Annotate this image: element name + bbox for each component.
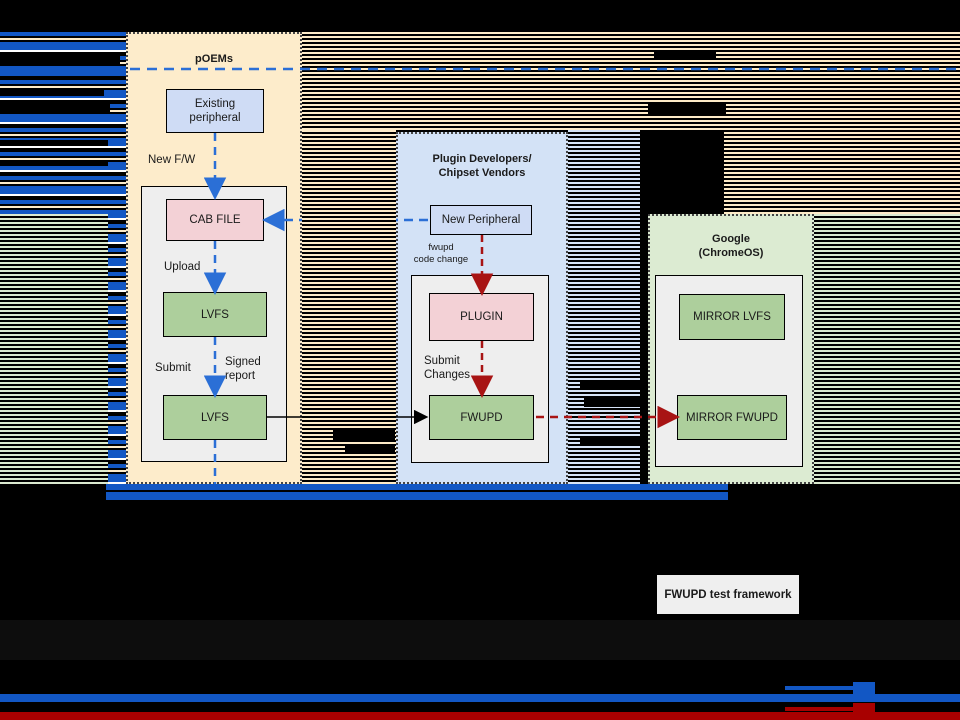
label-signed-report-line2: report [225, 370, 256, 382]
label-fwupd-code-change-line2: code change [413, 254, 469, 265]
artifact-occlusion-3 [315, 228, 395, 236]
artifact-occlusion-5 [345, 444, 395, 453]
render-artifact-band-left [0, 32, 126, 484]
artifact-black-bar-2 [0, 102, 110, 112]
artifact-black-bar-4 [0, 160, 108, 166]
artifact-occlusion-4 [333, 430, 395, 440]
artifact-blue-bar-2 [0, 186, 110, 194]
node-lvfs-submit-label: LVFS [201, 411, 229, 424]
render-artifact-overlay-blue-lower [568, 422, 640, 484]
node-cab-file-label: CAB FILE [189, 214, 241, 226]
label-fwupd-code-change: fwupd code change [410, 242, 472, 266]
bottom-blue-band-2 [106, 492, 728, 500]
render-artifact-overlay-tan [302, 130, 396, 412]
node-new-peripheral[interactable]: New Peripheral [430, 205, 532, 235]
node-fwupd[interactable]: FWUPD [429, 395, 534, 440]
node-fwupd-test-framework-label: FWUPD test framework [664, 588, 792, 601]
panel-google-title: Google (ChromeOS) [650, 232, 812, 260]
node-lvfs-upload[interactable]: LVFS [163, 292, 267, 337]
node-lvfs-upload-label: LVFS [201, 308, 229, 321]
label-upload: Upload [164, 261, 201, 273]
label-submit: Submit [155, 362, 191, 374]
node-fwupd-test-framework[interactable]: FWUPD test framework [656, 574, 800, 615]
render-artifact-band-tan-right [724, 32, 960, 214]
bottom-blue-band-1 [106, 484, 728, 490]
render-artifact-band-green-left [0, 214, 108, 484]
node-mirror-fwupd-label: MIRROR FWUPD [686, 411, 778, 424]
label-signed-report: Signed report [225, 355, 261, 383]
label-fwupd-code-change-line1: fwupd [428, 242, 454, 253]
artifact-occlusion-2 [648, 104, 726, 114]
artifact-blue-bar-1 [0, 70, 126, 76]
node-cab-file[interactable]: CAB FILE [166, 199, 264, 241]
artifact-occlusion-11 [584, 398, 640, 407]
panel-poems-title: pOEMs [195, 53, 233, 65]
label-submit-changes-line1: Submit [424, 355, 460, 367]
artifact-black-bar-1 [0, 56, 120, 64]
render-artifact-band-blue [568, 130, 640, 484]
footer-accent-red-short [785, 707, 860, 711]
artifact-occlusion-1 [654, 52, 716, 60]
node-mirror-lvfs[interactable]: MIRROR LVFS [679, 294, 785, 340]
node-mirror-fwupd[interactable]: MIRROR FWUPD [677, 395, 787, 440]
footer-accent-blue-full [0, 694, 960, 702]
panel-plugin-title: Plugin Developers/ Chipset Vendors [398, 152, 566, 180]
artifact-black-bar-3 [0, 140, 108, 146]
label-submit-changes: Submit Changes [424, 354, 470, 382]
bottom-dark-band [0, 500, 960, 620]
node-plugin-label: PLUGIN [460, 311, 503, 323]
bottom-dark-band-2 [0, 620, 960, 660]
footer-accent-red-full [0, 712, 960, 720]
footer-accent-red-block [853, 703, 875, 717]
label-signed-report-line1: Signed [225, 356, 261, 368]
node-existing-peripheral-label-line1: Existing [194, 98, 236, 110]
label-new-fw: New F/W [148, 154, 196, 166]
footer-accent-blue-block [853, 682, 875, 696]
render-artifact-overlay-blue [568, 130, 640, 412]
artifact-occlusion-13 [333, 430, 395, 440]
render-artifact-band-green-right [812, 214, 960, 484]
panel-plugin-title-line2: Chipset Vendors [438, 167, 526, 179]
node-plugin[interactable]: PLUGIN [429, 293, 534, 341]
artifact-occlusion-6 [580, 380, 640, 390]
panel-google-title-line2: (ChromeOS) [698, 247, 764, 259]
artifact-occlusion-10 [580, 380, 640, 390]
artifact-occlusion-9 [0, 88, 104, 96]
artifact-occlusion-8 [580, 436, 640, 446]
artifact-occlusion-14 [345, 444, 395, 453]
label-submit-changes-line2: Changes [424, 369, 471, 381]
panel-plugin-title-line1: Plugin Developers/ [432, 153, 532, 165]
node-lvfs-submit[interactable]: LVFS [163, 395, 267, 440]
node-fwupd-label: FWUPD [460, 411, 503, 424]
node-existing-peripheral-label-line2: peripheral [189, 112, 241, 124]
footer-accent-blue-short [785, 686, 860, 690]
node-mirror-lvfs-label: MIRROR LVFS [693, 311, 771, 323]
node-new-peripheral-label: New Peripheral [441, 214, 521, 226]
artifact-occlusion-12 [580, 436, 640, 446]
artifact-occlusion-7 [584, 398, 640, 407]
node-existing-peripheral[interactable]: Existing peripheral [166, 89, 264, 133]
render-artifact-band-tan-upper [302, 32, 960, 130]
panel-google-title-line1: Google [712, 233, 750, 245]
render-artifact-band-tan-mid [302, 130, 396, 484]
render-artifact-overlay-tan-lower [302, 422, 396, 484]
